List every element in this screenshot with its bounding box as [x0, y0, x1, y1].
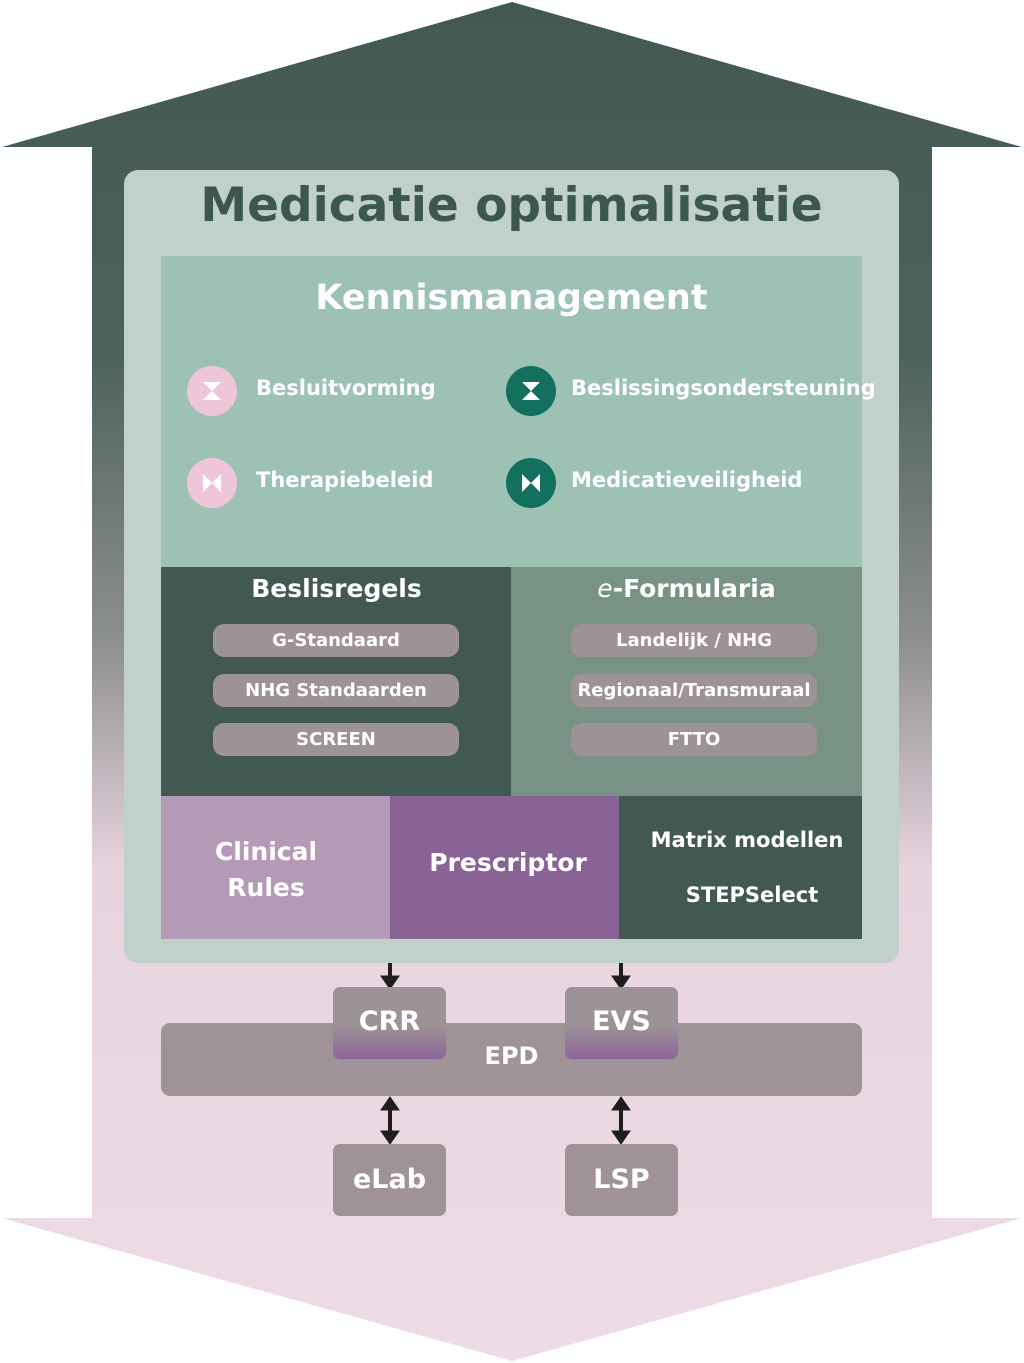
item-therapiebeleid: Therapiebeleid [256, 468, 434, 492]
hourglass-icon [506, 366, 556, 416]
beslisregels-item: NHG Standaarden [213, 674, 459, 707]
eformularia-item: FTTO [571, 723, 817, 756]
lsp-box: LSP [565, 1144, 678, 1216]
kennismanagement-title: Kennismanagement [315, 278, 708, 318]
epd-label: EPD [484, 1042, 539, 1070]
beslisregels-title: Beslisregels [251, 574, 422, 603]
hourglass-icon [187, 366, 237, 416]
eformularia-title: e-Formularia [597, 574, 776, 603]
beslisregels-item: G-Standaard [213, 624, 459, 657]
item-medicatieveiligheid: Medicatieveiligheid [571, 468, 803, 492]
beslisregels-item: SCREEN [213, 723, 459, 756]
item-beslissingsondersteuning: Beslissingsondersteuning [571, 376, 876, 400]
kennismanagement-block [161, 256, 862, 568]
clinical-rules-label: Clinical Rules [214, 837, 318, 902]
epd-bar [161, 1023, 862, 1096]
evs-box: EVS [565, 987, 678, 1059]
prescriptor-block [390, 796, 620, 939]
eformularia-item: Landelijk / NHG [571, 624, 817, 657]
page-title: Medicatie optimalisatie [200, 178, 823, 233]
double-arrow-icon [380, 1096, 400, 1145]
eformularia-item: Regionaal/Transmuraal [571, 674, 817, 707]
bowtie-icon [187, 458, 237, 508]
elab-box: eLab [333, 1144, 446, 1216]
stepselect-label: STEPSelect [685, 883, 819, 907]
matrix-modellen-label: Matrix modellen [650, 828, 844, 852]
prescriptor-label: Prescriptor [429, 848, 587, 877]
bowtie-icon [506, 458, 556, 508]
clinical-rules-block [161, 796, 391, 939]
double-arrow-icon [611, 1096, 631, 1145]
item-besluitvorming: Besluitvorming [256, 376, 436, 400]
crr-box: CRR [333, 987, 446, 1059]
matrix-block [619, 796, 862, 939]
